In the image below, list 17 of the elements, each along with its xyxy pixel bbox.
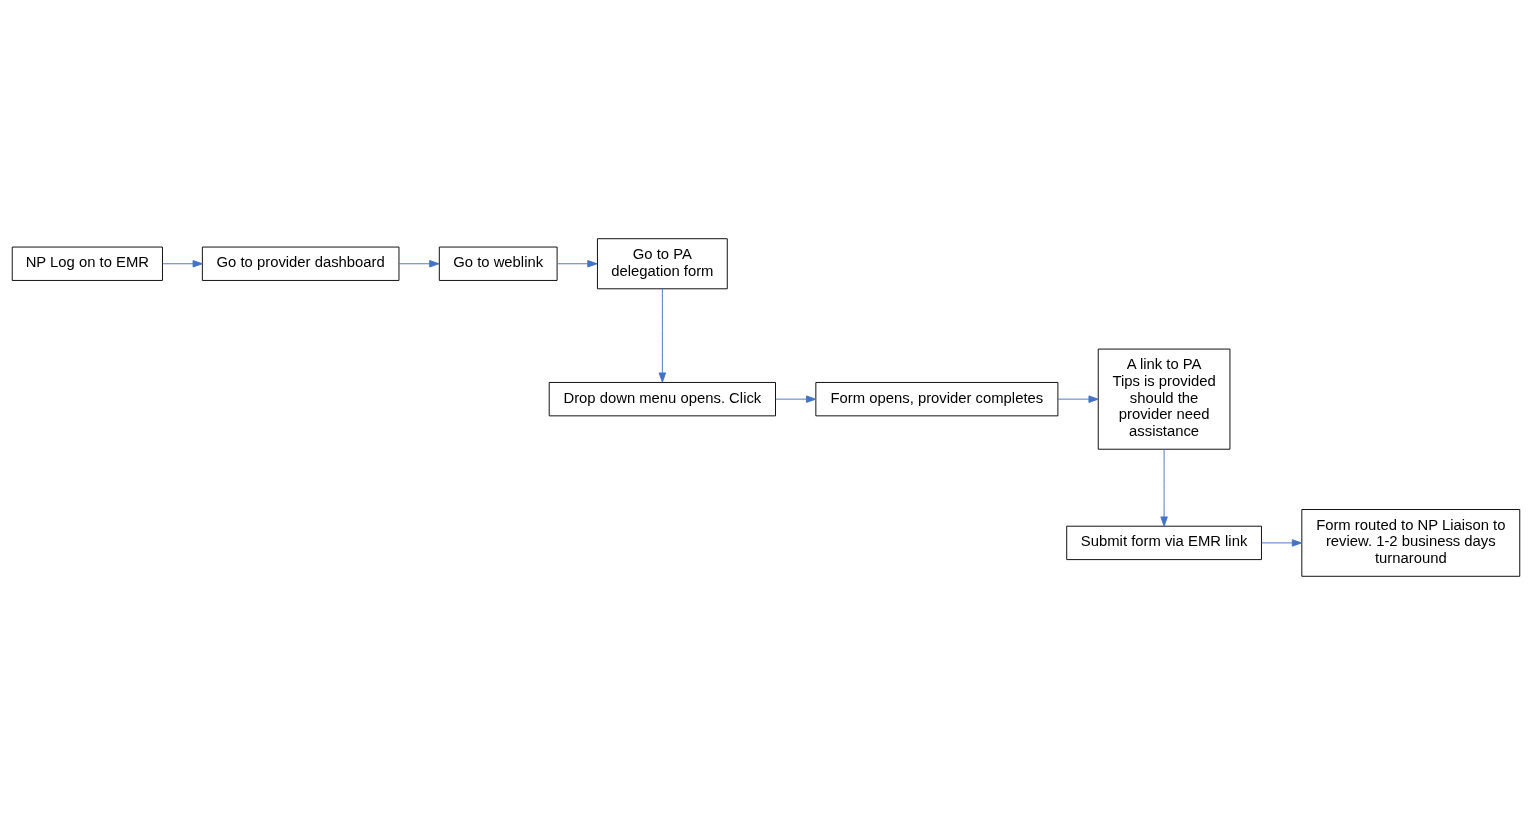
arrow — [398, 259, 440, 267]
node-box: Go to weblink — [438, 246, 558, 281]
arrow — [1261, 538, 1303, 547]
node-box: Go to PA delegation form — [596, 237, 728, 289]
node-box: NP Log on to EMR — [11, 246, 163, 281]
arrow — [1160, 448, 1168, 527]
arrow — [1057, 394, 1099, 403]
node-box: Go to provider dashboard — [201, 246, 400, 281]
node-box: Drop down menu opens. Click — [548, 381, 776, 416]
node-box: Form opens, provider completes — [815, 381, 1059, 416]
arrow — [162, 259, 203, 267]
arrow — [658, 287, 667, 383]
node-box: Form routed to NP Liaison to review. 1-2 business days turnaround — [1301, 508, 1521, 577]
arrow — [556, 259, 598, 267]
node-box: Submit form via EMR link — [1066, 525, 1262, 560]
node-box: A link to PA Tips is provided should the provider need assistance — [1097, 348, 1231, 450]
arrow — [775, 394, 817, 403]
